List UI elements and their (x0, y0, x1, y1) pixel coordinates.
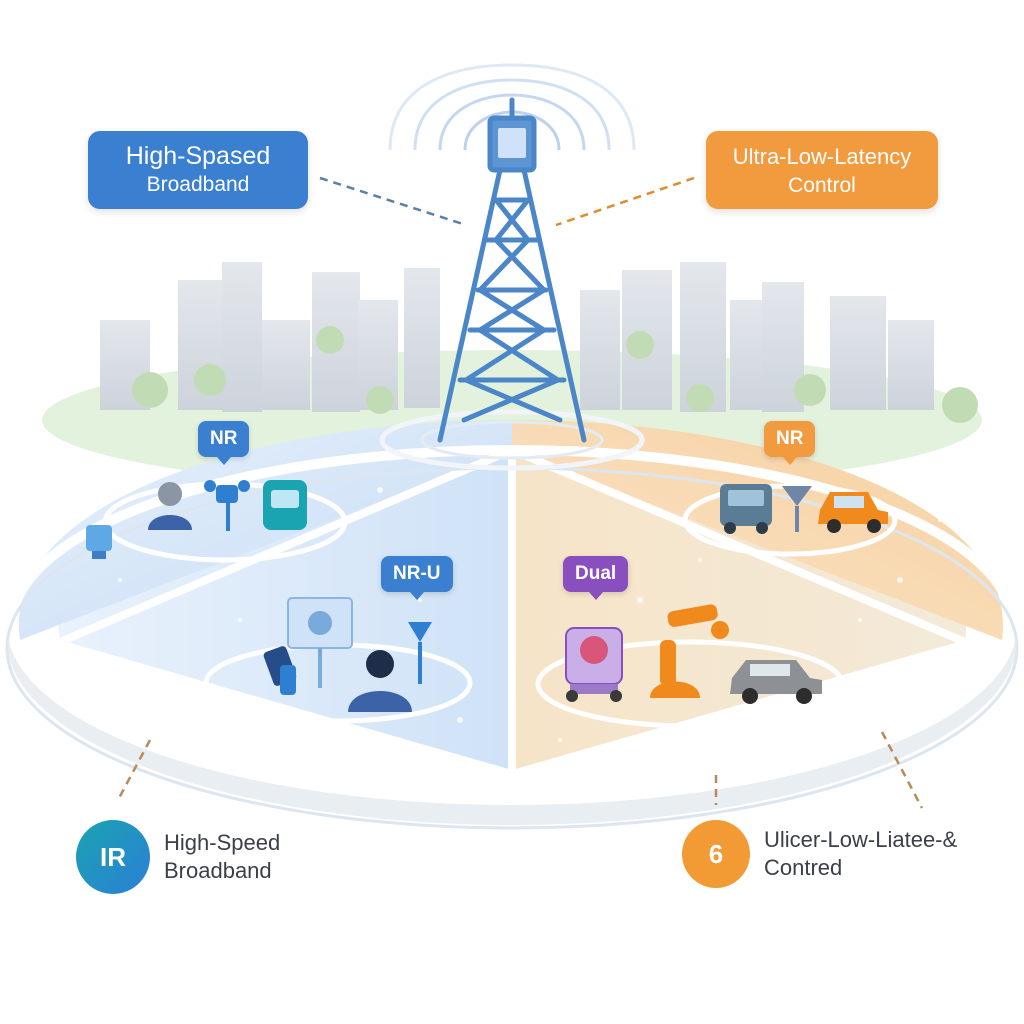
callout-right-line1: Ultra-Low-Latency (732, 144, 912, 169)
car-icon (730, 660, 822, 704)
callout-left-line2: Broadband (146, 173, 250, 196)
legend-left: IR High-Speed Broadband (76, 820, 280, 894)
legend-right: 6 Ulicer-Low-Liatee-& Contred (682, 820, 957, 888)
legend-left-line2: Broadband (164, 858, 272, 883)
person-icon (148, 482, 192, 530)
callout-high-speed-broadband: High-Spased Broadband (88, 131, 308, 209)
robot-icon (565, 627, 623, 702)
hologram-screen-icon (287, 597, 353, 688)
robot-icon (263, 480, 307, 530)
chip-nr-right: NR (764, 421, 816, 465)
callout-right-line2: Control (788, 174, 856, 197)
legend-left-badge: IR (76, 820, 150, 894)
drone-icon (204, 480, 250, 531)
chip-dual: Dual (563, 556, 629, 600)
callout-low-latency-control: Ultra-Low-Latency Control (706, 131, 938, 209)
tablet-icon (263, 646, 297, 695)
robot-icon (720, 484, 772, 534)
chip-nr-u: NR-U (381, 556, 453, 600)
terrain-dots (67, 487, 942, 742)
robot-arm-icon (650, 604, 729, 698)
car-icon (818, 492, 888, 533)
person-icon (348, 650, 412, 712)
robot-icon (86, 525, 112, 559)
leader-lines (116, 176, 924, 809)
cell-tower-icon (437, 97, 587, 443)
legend-right-line1: Ulicer-Low-Liatee-& (764, 827, 958, 852)
legend-right-text: Ulicer-Low-Liatee-& Contred (764, 826, 957, 882)
coverage-disc (5, 420, 1019, 830)
legend-left-line1: High-Speed (164, 830, 281, 855)
callout-left-line1: High-Spased (125, 142, 271, 170)
legend-right-badge: 6 (682, 820, 750, 888)
drone-icon (782, 486, 812, 532)
legend-left-text: High-Speed Broadband (164, 829, 280, 885)
chip-nr-left: NR (198, 421, 250, 465)
drone-icon (408, 622, 432, 684)
legend-right-line2: Contred (764, 855, 843, 880)
